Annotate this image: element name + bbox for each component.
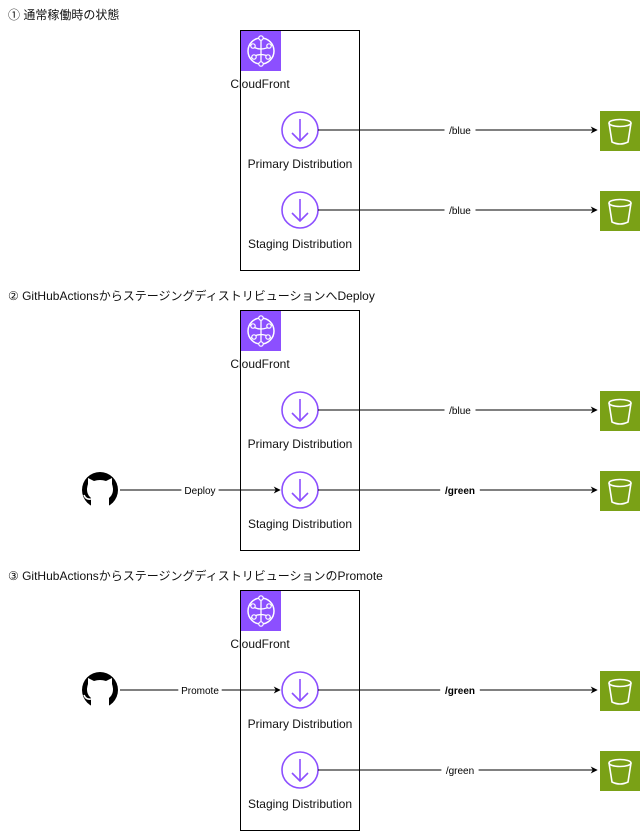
github-edge-3-label: Promote [181, 686, 219, 697]
primary-distribution-icon-1 [281, 111, 319, 149]
cloudfront-label-1: CloudFront [230, 77, 290, 91]
primary-to-bucket-edge-1-label: /blue [449, 126, 471, 137]
primary-to-bucket-edge-3-label: /green [445, 686, 475, 697]
section-1 [240, 30, 360, 271]
github-edge-3: Promote [120, 683, 281, 697]
primary-distribution-icon-3 [281, 671, 319, 709]
staging-s3-bucket-icon-3 [600, 751, 640, 791]
staging-to-bucket-edge-2-label: /green [445, 486, 475, 497]
staging-to-bucket-edge-1-label: /blue [449, 206, 471, 217]
primary-to-bucket-edge-1: /blue [318, 123, 598, 137]
cloudfront-label-2: CloudFront [230, 357, 290, 371]
section-2-title: ② GitHubActionsからステージングディストリビューションへDeplo… [8, 289, 375, 303]
primary-to-bucket-edge-2: /blue [318, 403, 598, 417]
staging-s3-bucket-icon-2 [600, 471, 640, 511]
cloudfront-icon-2 [241, 311, 281, 351]
section-2 [240, 310, 360, 551]
staging-to-bucket-edge-3-label: /green [446, 766, 474, 777]
primary-s3-bucket-icon-2 [600, 391, 640, 431]
github-edge-2-label: Deploy [184, 486, 215, 497]
staging-distribution-icon-1 [281, 191, 319, 229]
cloudfront-container-1 [240, 30, 360, 271]
staging-distribution-icon-3 [281, 751, 319, 789]
cloudfront-label-3: CloudFront [230, 637, 290, 651]
staging-to-bucket-edge-1: /blue [318, 203, 598, 217]
staging-s3-bucket-icon-1 [600, 191, 640, 231]
primary-s3-bucket-icon-1 [600, 111, 640, 151]
staging-to-bucket-edge-2: /green [318, 483, 598, 497]
primary-distribution-label-1: Primary Distribution [248, 157, 353, 171]
staging-distribution-icon-2 [281, 471, 319, 509]
github-edge-2: Deploy [120, 483, 281, 497]
primary-s3-bucket-icon-3 [600, 671, 640, 711]
primary-to-bucket-edge-3: /green [318, 683, 598, 697]
staging-distribution-label-1: Staging Distribution [248, 237, 352, 251]
staging-distribution-label-2: Staging Distribution [248, 517, 352, 531]
primary-distribution-label-3: Primary Distribution [248, 717, 353, 731]
primary-to-bucket-edge-2-label: /blue [449, 406, 471, 417]
github-icon-3 [82, 672, 118, 708]
primary-distribution-label-2: Primary Distribution [248, 437, 353, 451]
staging-to-bucket-edge-3: /green [318, 763, 598, 777]
cloudfront-icon-1 [241, 31, 281, 71]
staging-distribution-label-3: Staging Distribution [248, 797, 352, 811]
section-1-title: ① 通常稼働時の状態 [8, 8, 120, 22]
github-icon-2 [82, 472, 118, 508]
section-3-title: ③ GitHubActionsからステージングディストリビューションのPromo… [8, 569, 383, 583]
cloudfront-icon-3 [241, 591, 281, 631]
cloudfront-container-2 [240, 310, 360, 551]
primary-distribution-icon-2 [281, 391, 319, 429]
